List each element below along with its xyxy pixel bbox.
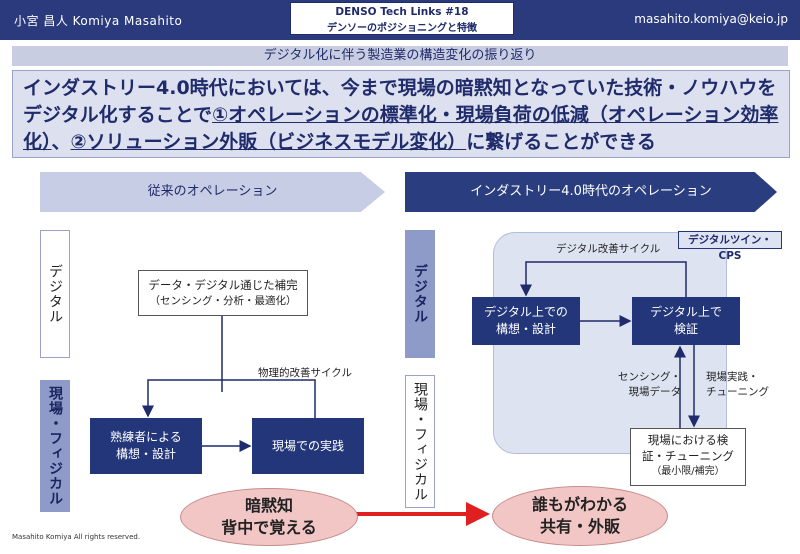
- practice-tuning-label: 現場実践・ チューニング: [706, 370, 769, 400]
- sensing-data-label: センシング・ 現場データ: [618, 370, 681, 400]
- digital-verify-box: デジタル上で 検証: [632, 297, 740, 345]
- field-verification-line-3: （最小限/補完）: [651, 466, 725, 477]
- practice-line-1: 現場実践・: [706, 371, 759, 383]
- digital-design-box: デジタル上での 構想・設計: [472, 297, 580, 345]
- headline-part-1: インダストリー4.0時代においては、今まで現場の暗黙知となっていた技術・ノウハウ…: [23, 77, 777, 126]
- digital-cycle-loop: [520, 261, 687, 297]
- tacit-line-2: 背中で覚える: [221, 518, 317, 537]
- slide-subtitle: デジタル化に伴う製造業の構造変化の振り返り: [12, 46, 788, 66]
- digital-twin-tag: デジタルツイン・CPS: [678, 231, 782, 262]
- field-practice-text: 現場での実践: [271, 438, 344, 453]
- right-digital-label: デジタル: [405, 230, 435, 358]
- author-email: masahito.komiya@keio.jp: [634, 12, 788, 26]
- badge-title: DENSO Tech Links #18: [335, 6, 469, 18]
- shared-line-1: 誰もがわかる: [531, 495, 628, 514]
- shared-line-2: 共有・外販: [539, 517, 620, 536]
- headline-point-1: ①オペレーションの標準化・現場負荷の低減（オペレーション効率化）: [23, 104, 779, 153]
- data-complement-detail: （センシング・分析・最適化）: [149, 295, 297, 307]
- badge-subtitle: デンソーのポジショニングと特徴: [327, 23, 477, 34]
- digital-verify-line-2: 検証: [673, 322, 698, 336]
- field-verification-box: 現場における検 証・チューニング （最小限/補完）: [630, 428, 746, 486]
- expert-design-line-2: 構想・設計: [115, 447, 176, 461]
- headline-point-2: ②ソリューション外販（ビジネスモデル変化）: [70, 131, 467, 153]
- conventional-operation-header: 従来のオペレーション: [40, 172, 385, 212]
- field-practice-box: 現場での実践: [252, 418, 364, 474]
- data-complement-title: データ・デジタル通じた補完: [148, 278, 298, 292]
- industry40-operation-header: インダストリー4.0時代のオペレーション: [405, 172, 777, 212]
- headline-part-3: 、: [51, 131, 71, 153]
- headline-message: インダストリー4.0時代においては、今まで現場の暗黙知となっていた技術・ノウハウ…: [12, 70, 790, 158]
- copyright-notice: Masahito Komiya All rights reserved.: [12, 533, 141, 541]
- expert-design-line-1: 熟練者による: [110, 430, 182, 444]
- tacit-line-1: 暗黙知: [244, 496, 293, 515]
- sensing-line-2: 現場データ: [628, 386, 682, 398]
- digital-cycle-label: デジタル改善サイクル: [556, 243, 661, 255]
- digital-design-line-1: デジタル上での: [484, 305, 568, 319]
- tacit-knowledge-ellipse: 暗黙知 背中で覚える: [180, 488, 358, 546]
- field-verification-line-2: 証・チューニング: [642, 449, 734, 463]
- practice-line-2: チューニング: [706, 386, 769, 398]
- digital-design-line-2: 構想・設計: [495, 322, 556, 336]
- left-digital-label: デジタル: [40, 230, 70, 358]
- physical-cycle-label: 物理的改善サイクル: [258, 367, 352, 379]
- headline-part-5: に繋げることができる: [466, 131, 656, 153]
- author-name: 小宮 昌人 Komiya Masahito: [14, 14, 183, 28]
- shared-knowledge-ellipse: 誰もがわかる 共有・外販: [492, 486, 668, 546]
- sensing-line-1: センシング・: [618, 371, 681, 383]
- right-physical-label: 現場・フィジカル: [405, 375, 435, 508]
- event-badge: DENSO Tech Links #18 デンソーのポジショニングと特徴: [290, 2, 514, 35]
- expert-design-box: 熟練者による 構想・設計: [90, 418, 202, 474]
- physical-cycle-loop: [142, 379, 316, 418]
- data-complement-box: データ・デジタル通じた補完 （センシング・分析・最適化）: [138, 270, 308, 316]
- left-physical-label: 現場・フィジカル: [40, 380, 70, 512]
- field-verification-line-1: 現場における検: [647, 433, 729, 447]
- digital-verify-line-1: デジタル上で: [650, 305, 722, 319]
